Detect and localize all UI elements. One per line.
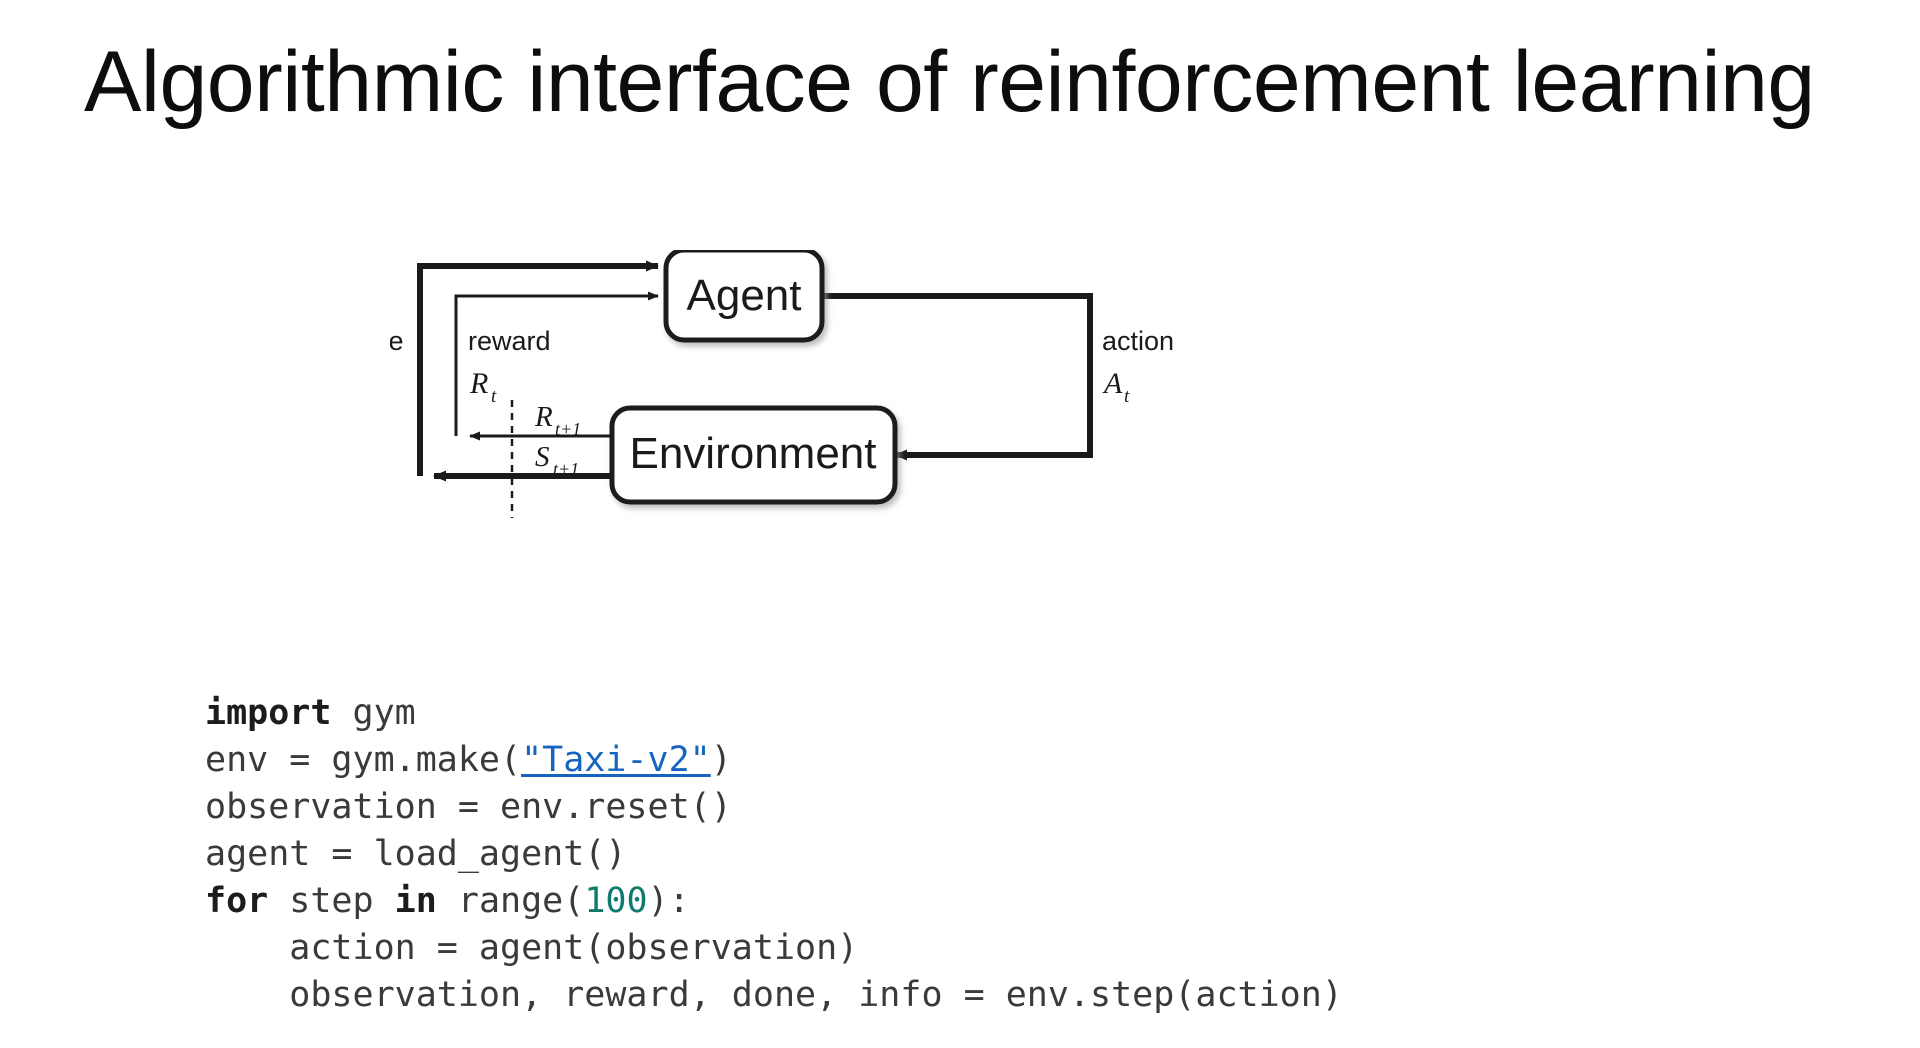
code-keyword: import xyxy=(205,693,332,733)
code-text: ): xyxy=(647,881,690,921)
code-keyword: for xyxy=(205,881,269,921)
edge-state xyxy=(417,260,659,476)
code-text: range( xyxy=(436,881,585,921)
label-reward-subscript: t xyxy=(491,386,497,407)
node-agent-label: Agent xyxy=(687,271,802,320)
edge-action xyxy=(822,293,1093,461)
code-line: for step in range(100): xyxy=(205,878,1343,925)
code-line: env = gym.make("Taxi-v2") xyxy=(205,737,1343,784)
label-state-word: state xyxy=(390,326,404,356)
node-agent: Agent xyxy=(663,250,825,343)
label-state-next-symbol: S xyxy=(535,441,550,473)
code-text: gym xyxy=(331,693,416,733)
label-action-symbol: A xyxy=(1102,367,1123,400)
label-reward-symbol: R xyxy=(469,367,488,400)
label-reward-next-symbol: R xyxy=(534,401,553,433)
code-keyword: in xyxy=(394,881,437,921)
label-action-subscript: t xyxy=(1124,386,1130,407)
label-state: state S t xyxy=(390,326,404,356)
code-line: import gym xyxy=(205,690,1343,737)
code-string-link[interactable]: "Taxi-v2" xyxy=(521,740,711,780)
code-number: 100 xyxy=(584,881,648,921)
code-text: step xyxy=(268,881,395,921)
label-state-next: S t+1 xyxy=(535,441,579,479)
code-line: observation = env.reset() xyxy=(205,784,1343,831)
code-text: ) xyxy=(710,740,732,780)
code-line: observation, reward, done, info = env.st… xyxy=(205,972,1343,1019)
code-text: observation, reward, done, info = env.st… xyxy=(205,975,1343,1015)
code-line: agent = load_agent() xyxy=(205,831,1343,878)
label-reward-word: reward xyxy=(468,326,551,356)
label-reward-next-subscript: t+1 xyxy=(555,419,581,439)
code-text: observation = env.reset() xyxy=(205,787,732,827)
code-text: agent = load_agent() xyxy=(205,834,627,874)
code-line: action = agent(observation) xyxy=(205,925,1343,972)
label-reward-next: R t+1 xyxy=(534,401,581,439)
label-state-next-subscript: t+1 xyxy=(553,459,579,479)
label-reward: reward R t xyxy=(468,326,551,407)
label-action-word: action xyxy=(1102,326,1174,356)
code-text: action = agent(observation) xyxy=(205,928,859,968)
node-environment-label: Environment xyxy=(629,429,876,478)
page-title: Algorithmic interface of reinforcement l… xyxy=(84,34,1815,130)
node-environment: Environment xyxy=(609,405,898,505)
label-action: action A t xyxy=(1102,326,1174,407)
edge-reward xyxy=(454,291,659,436)
code-text: env = gym.make( xyxy=(205,740,522,780)
agent-environment-diagram: Agent Environment state S t reward R t xyxy=(390,250,1190,650)
